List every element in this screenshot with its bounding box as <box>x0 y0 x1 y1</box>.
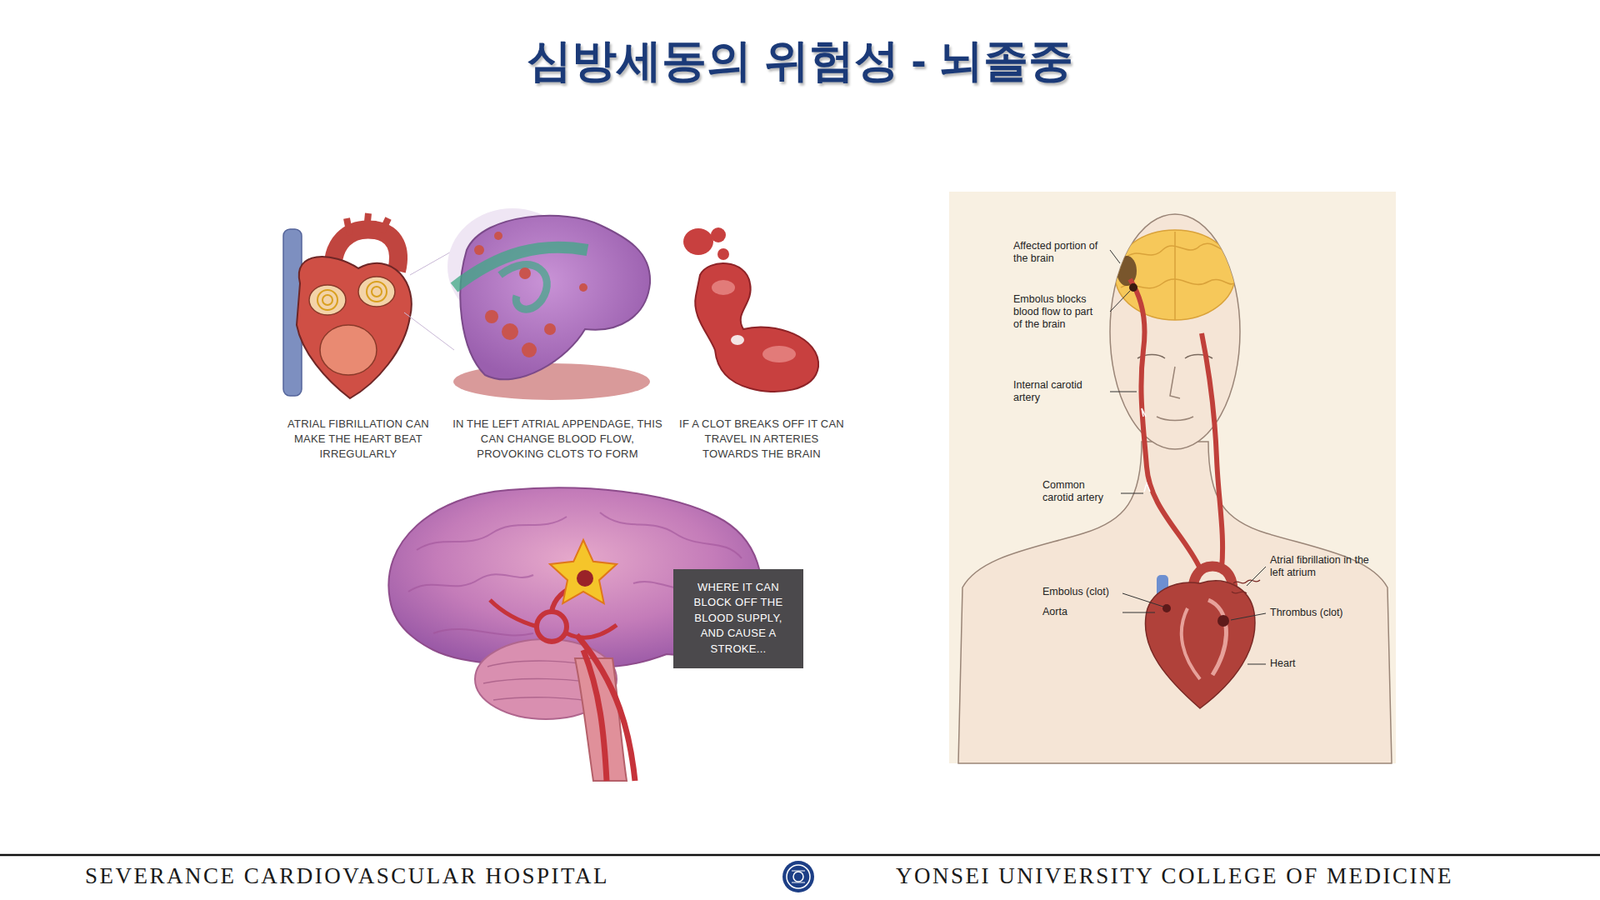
appendage-illustration <box>494 231 503 240</box>
stroke-anatomy-figure <box>1125 243 1230 259</box>
university-emblem <box>786 865 810 889</box>
appendage-illustration <box>447 208 650 400</box>
leader-line <box>1246 566 1266 586</box>
brain-illustration <box>600 512 742 559</box>
footer-rule <box>0 854 1600 857</box>
stroke-anatomy-figure <box>1137 355 1213 360</box>
panel-caption: IF A CLOT BREAKS OFF IT CAN TRAVEL IN AR… <box>676 416 847 462</box>
university-emblem <box>782 860 815 893</box>
clot-illustration <box>683 228 714 255</box>
anatomy-label: Atrial fibrillation in the left atrium <box>1270 554 1383 580</box>
stroke-anatomy-figure <box>1110 214 1240 450</box>
appendage-illustration <box>460 215 650 380</box>
clot-illustration <box>710 227 726 243</box>
appendage-illustration <box>485 310 499 324</box>
leader-line <box>1247 664 1266 665</box>
stroke-anatomy-figure <box>1233 580 1260 584</box>
stroke-anatomy-figure <box>949 191 1396 764</box>
stroke-anatomy-figure <box>1115 230 1235 320</box>
leader-line <box>1120 493 1144 495</box>
appendage-illustration <box>500 265 547 310</box>
heart-illustration <box>309 285 346 315</box>
leader-line <box>1230 613 1266 620</box>
brain-illustration <box>490 600 538 627</box>
stroke-anatomy-figure <box>1217 615 1230 627</box>
heart-illustration <box>283 213 455 399</box>
appendage-illustration <box>521 342 537 358</box>
leader-line <box>1110 250 1266 665</box>
university-emblem <box>793 871 804 882</box>
heart-illustration <box>358 276 395 307</box>
appendage-illustration <box>501 323 519 340</box>
university-emblem <box>782 860 815 893</box>
stroke-anatomy-figure <box>949 191 1396 764</box>
brain-illustration <box>408 574 534 592</box>
anatomy-label: Embolus (clot) <box>1042 585 1120 599</box>
heart-illustration <box>320 325 377 375</box>
stroke-anatomy-figure <box>1208 600 1226 675</box>
heart-illustration <box>346 213 389 235</box>
leader-line <box>1110 250 1120 264</box>
slide-title: 심방세동의 위험성 - 뇌졸중 <box>0 33 1600 88</box>
brain-illustration <box>576 635 635 781</box>
stroke-anatomy-figure <box>1201 333 1223 569</box>
anatomy-label: Affected portion of the brain <box>1013 240 1104 265</box>
appendage-illustration <box>474 245 485 255</box>
anatomy-label: Thrombus (clot) <box>1270 606 1383 620</box>
heart-illustration <box>322 295 333 305</box>
brain-illustration <box>550 540 617 604</box>
callout-text: WHERE IT CAN BLOCK OFF THE BLOOD SUPPLY,… <box>684 580 793 657</box>
stroke-anatomy-figure <box>1181 608 1200 680</box>
anatomy-label: Heart <box>1270 657 1383 670</box>
stroke-anatomy-figure <box>958 441 1392 764</box>
stroke-anatomy-figure <box>1174 231 1176 320</box>
heart-illustration <box>366 281 387 302</box>
clot-illustration <box>683 227 819 392</box>
clot-illustration <box>717 248 730 260</box>
clot-illustration <box>695 263 819 392</box>
leader-line <box>1110 391 1137 393</box>
heart-illustration <box>371 286 382 297</box>
panel-caption: ATRIAL FIBRILLATION CAN MAKE THE HEART B… <box>276 416 440 462</box>
heart-illustration <box>404 312 455 350</box>
callout-box: WHERE IT CAN BLOCK OFF THE BLOOD SUPPLY,… <box>673 569 804 669</box>
anatomy-label: Internal carotid artery <box>1013 379 1104 405</box>
anatomy-label: Aorta <box>1042 605 1120 619</box>
brain-illustration <box>566 625 617 638</box>
brain-illustration <box>576 570 594 587</box>
anatomy-label: Embolus blocks blood flow to part of the… <box>1013 293 1104 331</box>
appendage-illustration <box>519 267 531 280</box>
appendage-illustration <box>579 283 588 292</box>
leader-line <box>1122 612 1155 614</box>
clot-illustration <box>730 335 745 345</box>
leader-line <box>1110 290 1130 312</box>
heart-illustration <box>410 250 455 275</box>
university-emblem <box>791 870 805 883</box>
heart-illustration <box>317 290 338 310</box>
stroke-anatomy-figure <box>1141 408 1150 492</box>
clot-illustration <box>711 280 735 295</box>
panel-caption: IN THE LEFT ATRIAL APPENDAGE, THIS CAN C… <box>450 416 665 462</box>
stroke-anatomy-figure <box>1231 591 1247 594</box>
stroke-anatomy-figure <box>1115 230 1235 320</box>
footer-text: SEVERANCE CARDIOVASCULAR HOSPITAL <box>85 862 610 890</box>
leader-line <box>1122 593 1164 607</box>
stroke-anatomy-figure <box>1145 580 1255 709</box>
stroke-anatomy-figure <box>1129 283 1138 292</box>
brain-illustration <box>433 629 534 635</box>
stroke-anatomy-figure <box>1120 279 1234 289</box>
heart-illustration <box>296 256 412 399</box>
clot-illustration <box>762 345 796 363</box>
stroke-anatomy-figure <box>1170 366 1180 399</box>
stroke-anatomy-figure <box>1130 279 1200 569</box>
brain-illustration <box>416 516 567 550</box>
appendage-illustration <box>544 323 556 335</box>
stroke-anatomy-figure <box>1156 416 1194 421</box>
stroke-anatomy-figure <box>1162 604 1171 613</box>
footer-text: YONSEI UNIVERSITY COLLEGE OF MEDICINE <box>895 862 1454 890</box>
brain-illustration <box>536 611 567 642</box>
anatomy-label: Common carotid artery <box>1042 479 1118 505</box>
